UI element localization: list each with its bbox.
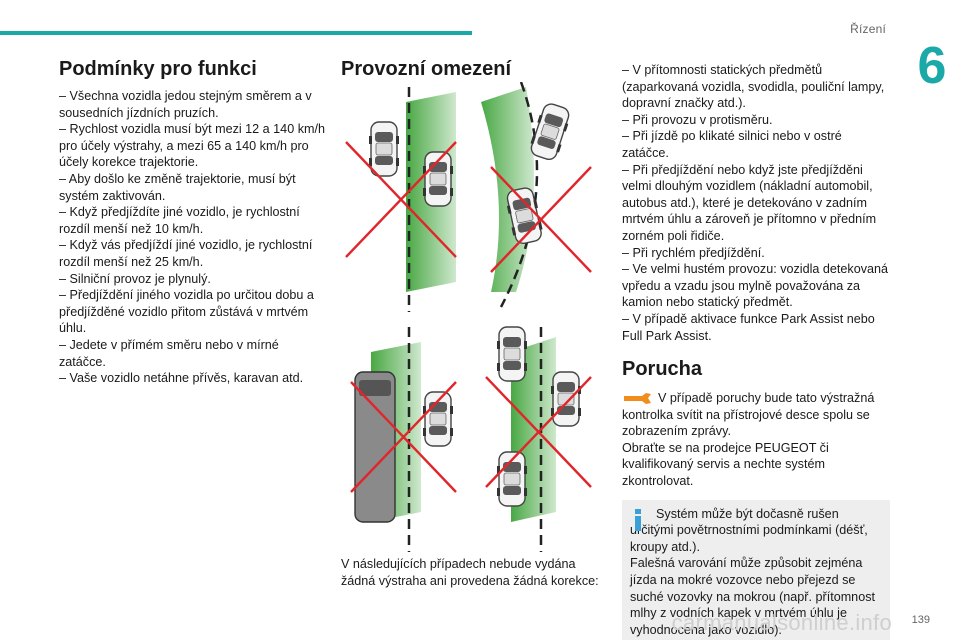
- info-icon: [635, 508, 641, 531]
- condition-item: – Když předjíždíte jiné vozidlo, je rych…: [59, 205, 300, 236]
- limit-item: – Při jízdě po klikaté silnici nebo v os…: [622, 129, 842, 160]
- condition-item: – Silniční provoz je plynulý.: [59, 271, 211, 286]
- condition-item: – Aby došlo ke změně trajektorie, musí b…: [59, 171, 296, 203]
- limit-item: – Při provozu v protisměru.: [622, 112, 773, 127]
- page-number: 139: [911, 614, 930, 626]
- fault-title: Porucha: [622, 358, 703, 381]
- limit-item: – Ve velmi hustém provozu: vozidla detek…: [622, 262, 889, 310]
- diagram-static-object: [345, 87, 457, 312]
- limits-fault-column: – V přítomnosti statických předmětů (zap…: [622, 62, 890, 640]
- diagram-winding-road: [481, 82, 592, 308]
- condition-item: – Předjíždění jiného vozidla po určitou …: [59, 288, 314, 336]
- fault-paragraph: V případě poruchy bude tato výstražná ko…: [622, 390, 890, 440]
- limits-heading-block: Provozní omezení: [341, 56, 609, 88]
- header-accent-bar: [0, 31, 472, 35]
- note-text-2: Falešná varování může způsobit zejména j…: [630, 556, 875, 637]
- limit-item: – V případě aktivace funkce Park Assist …: [622, 311, 875, 343]
- condition-item: – Vaše vozidlo netáhne přívěs, karavan a…: [59, 371, 304, 386]
- limits-illustration: [341, 82, 609, 552]
- limit-item: – Při předjíždění nebo když jste předjíž…: [622, 162, 877, 243]
- condition-item: – Když vás předjíždí jiné vozidlo, je ry…: [59, 238, 313, 269]
- chapter-number: 6: [904, 36, 960, 96]
- section-title: Řízení: [850, 22, 886, 36]
- diagram-dense-traffic: [485, 326, 592, 552]
- info-note: Systém může být dočasně rušen určitými p…: [622, 499, 890, 640]
- note-text-1: Systém může být dočasně rušen určitými p…: [630, 506, 868, 554]
- condition-item: – Rychlost vozidla musí být mezi 12 a 14…: [59, 122, 325, 170]
- condition-item: – Všechna vozidla jedou stejným směrem a…: [59, 89, 312, 120]
- limit-item: – V přítomnosti statických předmětů (zap…: [622, 63, 885, 111]
- diagram-long-vehicle: [350, 327, 457, 552]
- conditions-title: Podmínky pro funkci: [59, 58, 257, 80]
- fault-text: V případě poruchy bude tato výstražná ko…: [622, 391, 875, 439]
- condition-item: – Jedete v přímém směru nebo v mírné zat…: [59, 337, 279, 369]
- wrench-icon: [624, 393, 651, 405]
- limit-item: – Při rychlém předjíždění.: [622, 245, 765, 260]
- conditions-column: Podmínky pro funkci – Všechna vozidla je…: [59, 56, 327, 387]
- fault-contact-text: Obraťte se na prodejce PEUGEOT či kvalif…: [622, 440, 829, 489]
- limits-caption: V následujících případech nebude vydána …: [341, 557, 599, 588]
- watermark: carmanualsonline.info: [671, 610, 892, 635]
- limits-title: Provozní omezení: [341, 58, 512, 80]
